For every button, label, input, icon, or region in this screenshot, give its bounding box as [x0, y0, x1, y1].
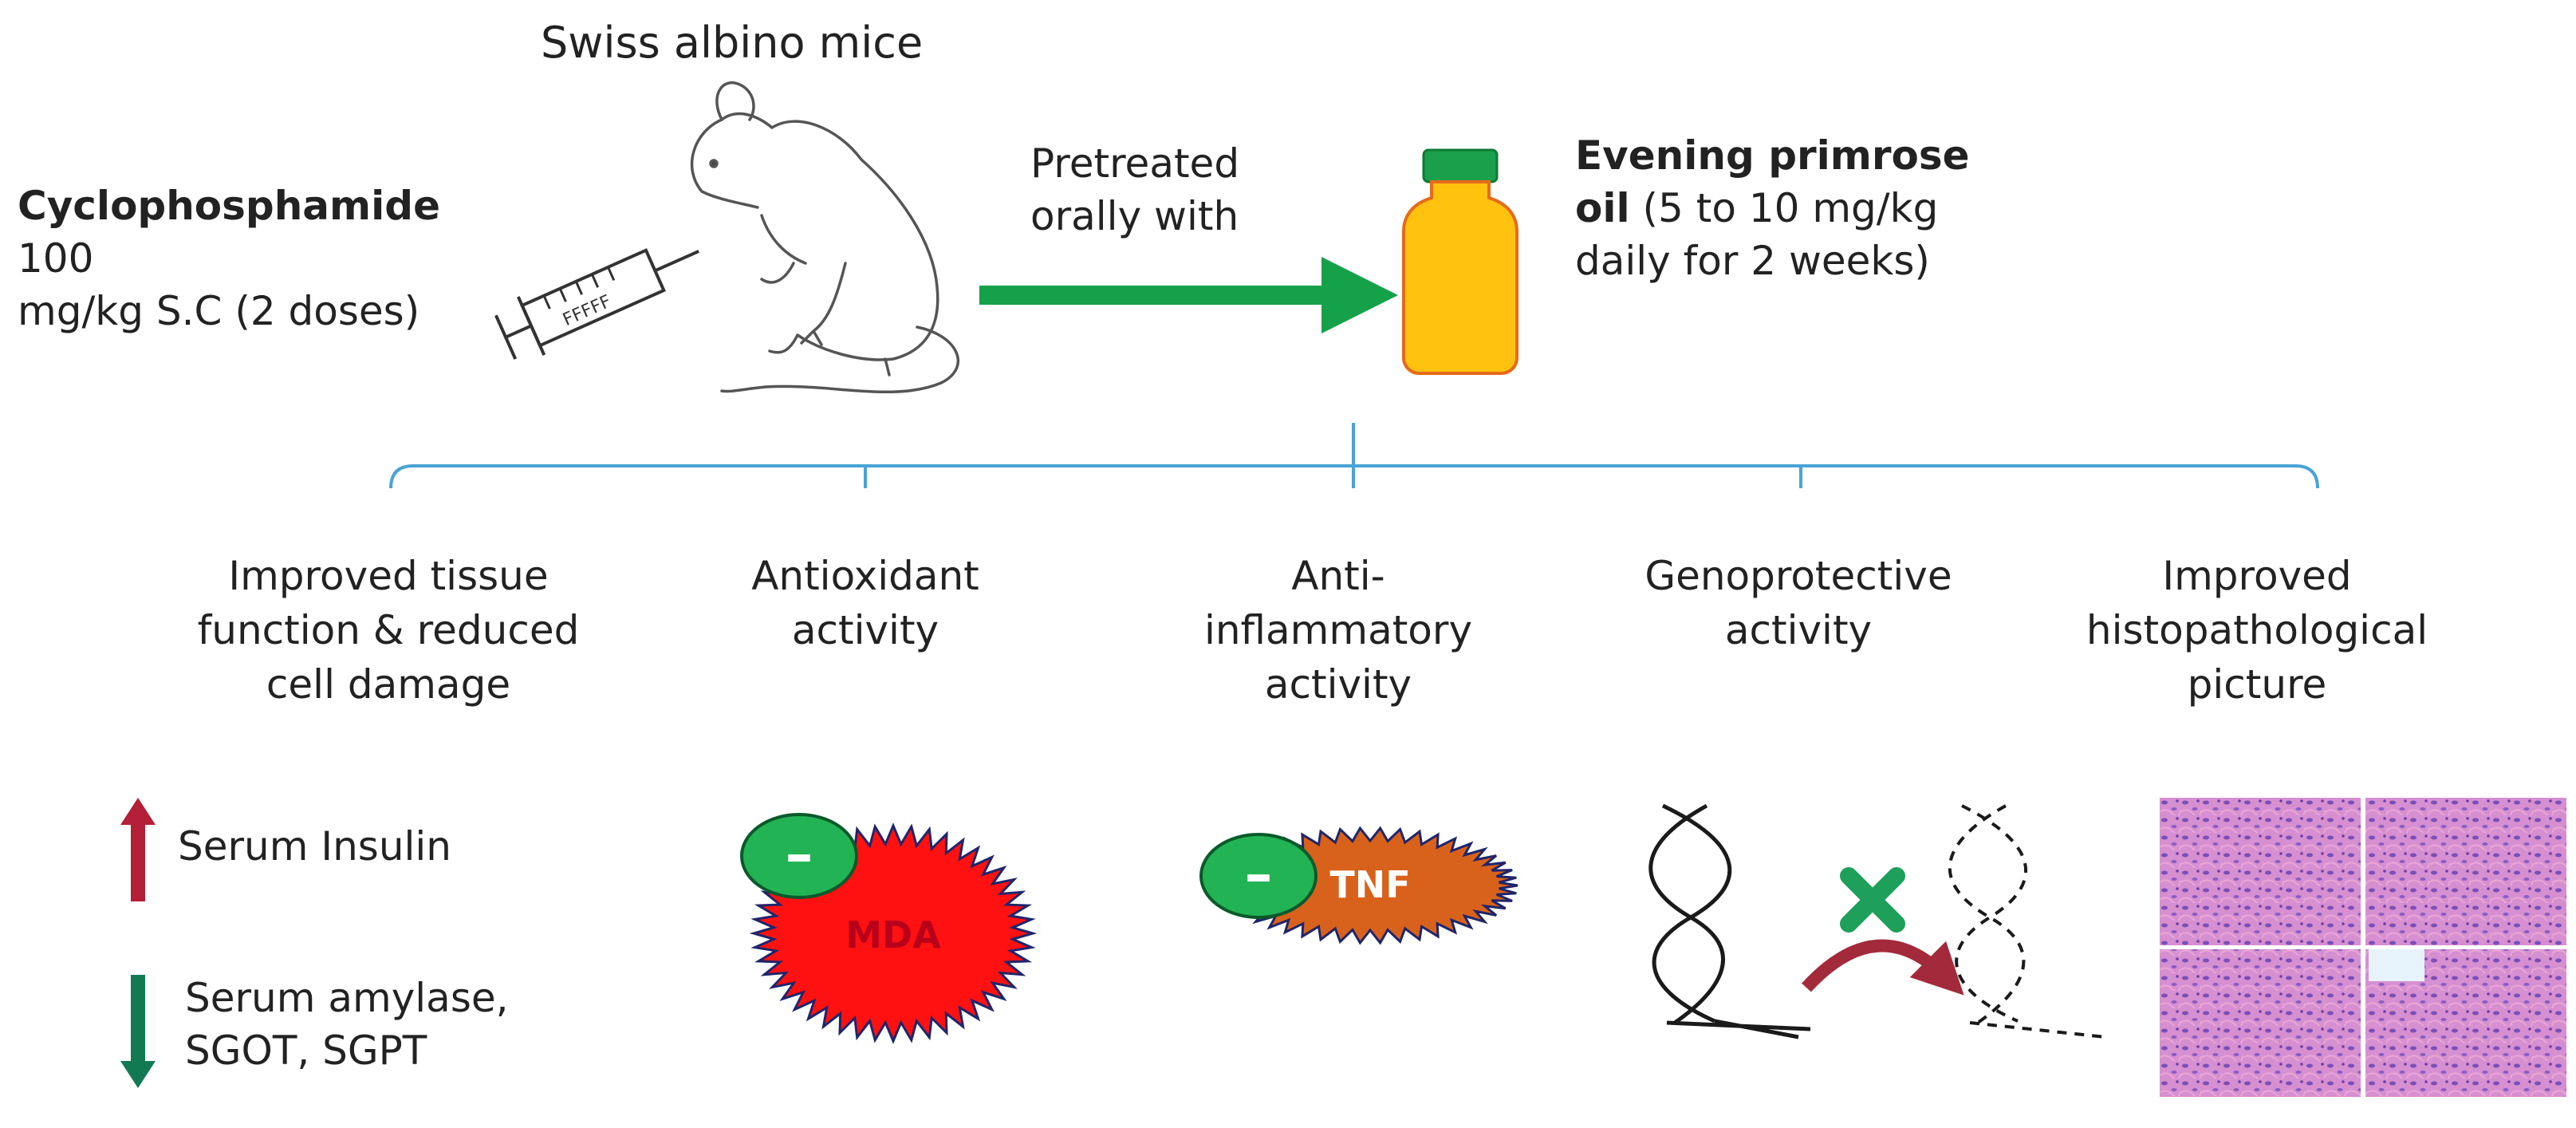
effect-caption-genoprotective: Genoprotective activity — [1644, 553, 1952, 653]
blocked-x-icon — [1840, 867, 1905, 933]
effects-bracket — [389, 423, 2319, 489]
oil-description: Evening primrose oil (5 to 10 mg/kg dail… — [1575, 129, 2086, 287]
histology-image — [2160, 798, 2566, 1097]
tnf-inhibitor-sign: – — [1245, 842, 1273, 907]
oil-name: Evening primrose oil — [1575, 132, 1970, 231]
drug-name: Cyclophosphamide — [18, 183, 440, 229]
tnf-inhibitor-oval — [1199, 833, 1318, 919]
diagram-title: Swiss albino mice — [541, 18, 924, 68]
up-arrow-icon — [120, 798, 156, 901]
arrow-label: Pretreated orally with — [1030, 140, 1240, 239]
down-arrow-icon — [120, 975, 156, 1088]
syringe-icon: FFFFF — [494, 248, 699, 360]
oil-dose: (5 to 10 mg/kg daily for 2 weeks) — [1575, 185, 1939, 284]
insulin-label: Serum Insulin — [178, 823, 451, 870]
effect-caption-tissue: Improved tissue function & reduced cell … — [197, 553, 580, 708]
mda-inhibitor-sign: – — [786, 822, 813, 887]
mda-inhibitor-oval — [740, 813, 858, 899]
damaged-dna-icon — [1948, 804, 2106, 1039]
effect-caption-antioxidant: Antioxidant activity — [751, 553, 979, 653]
mouse-icon — [690, 81, 959, 393]
amylase-label: Serum amylase, SGOT, SGPT — [185, 975, 509, 1074]
effect-caption-antiinflammatory: Anti- inflammatory activity — [1203, 553, 1473, 708]
bottle-icon — [1402, 148, 1518, 375]
effect-caption-histopathology: Improved histopathological picture — [2086, 553, 2428, 708]
drug-dose: 100 mg/kg S.C (2 doses) — [18, 235, 420, 334]
dna-icon — [1648, 803, 1811, 1039]
tnf-label: TNF — [1329, 863, 1410, 906]
mda-label: MDA — [845, 913, 941, 956]
damage-curve-arrow — [1802, 939, 1964, 996]
drug-description: Cyclophosphamide 100 mg/kg S.C (2 doses) — [18, 179, 520, 337]
